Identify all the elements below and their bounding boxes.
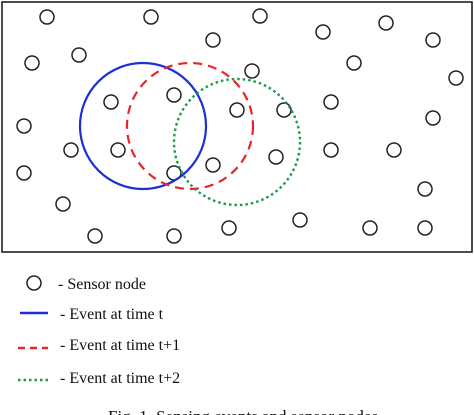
- legend-label-event-t2: - Event at time t+2: [60, 370, 180, 387]
- legend: - Sensor node - Event at time t - Event …: [18, 275, 180, 387]
- sensor-node: [166, 228, 182, 244]
- sensor-node: [39, 9, 55, 25]
- sensor-node: [276, 102, 292, 118]
- sensor-node: [425, 110, 441, 126]
- event-region-t2: [172, 77, 302, 207]
- sensor-node: [221, 220, 237, 236]
- sensor-node: [87, 228, 103, 244]
- circle-icon: [26, 275, 42, 291]
- sensor-node: [448, 70, 464, 86]
- legend-label-sensor-node: - Sensor node: [58, 276, 146, 293]
- sensor-nodes: [16, 8, 464, 244]
- sensor-node: [205, 157, 221, 173]
- field-frame: [1, 1, 473, 253]
- sensor-node: [323, 94, 339, 110]
- sensor-node: [417, 181, 433, 197]
- sensor-node: [63, 142, 79, 158]
- sensor-node: [24, 55, 40, 71]
- legend-label-event-t1: - Event at time t+1: [60, 337, 180, 354]
- sensor-node: [71, 47, 87, 63]
- sensor-node: [252, 8, 268, 24]
- event-region-t1: [125, 61, 255, 191]
- sensor-node: [268, 149, 284, 165]
- sensor-node: [16, 165, 32, 181]
- sensor-node: [292, 212, 308, 228]
- sensor-node: [417, 220, 433, 236]
- sensor-node: [346, 55, 362, 71]
- legend-label-event-t: - Event at time t: [60, 306, 164, 323]
- sensor-node: [323, 142, 339, 158]
- sensor-node: [143, 9, 159, 25]
- sensor-node: [425, 32, 441, 48]
- sensor-node: [103, 94, 119, 110]
- sensor-node: [16, 118, 32, 134]
- sensor-node: [166, 87, 182, 103]
- figure-caption: Fig. 1. Sensing events and sensor nodes: [108, 407, 378, 415]
- sensor-node: [362, 220, 378, 236]
- sensor-node: [229, 102, 245, 118]
- sensor-node: [378, 15, 394, 31]
- sensor-node: [244, 63, 260, 79]
- sensor-node: [315, 24, 331, 40]
- sensor-node: [110, 142, 126, 158]
- sensor-node: [386, 142, 402, 158]
- event-region-t: [78, 61, 208, 191]
- sensor-node: [55, 196, 71, 212]
- sensor-node: [205, 32, 221, 48]
